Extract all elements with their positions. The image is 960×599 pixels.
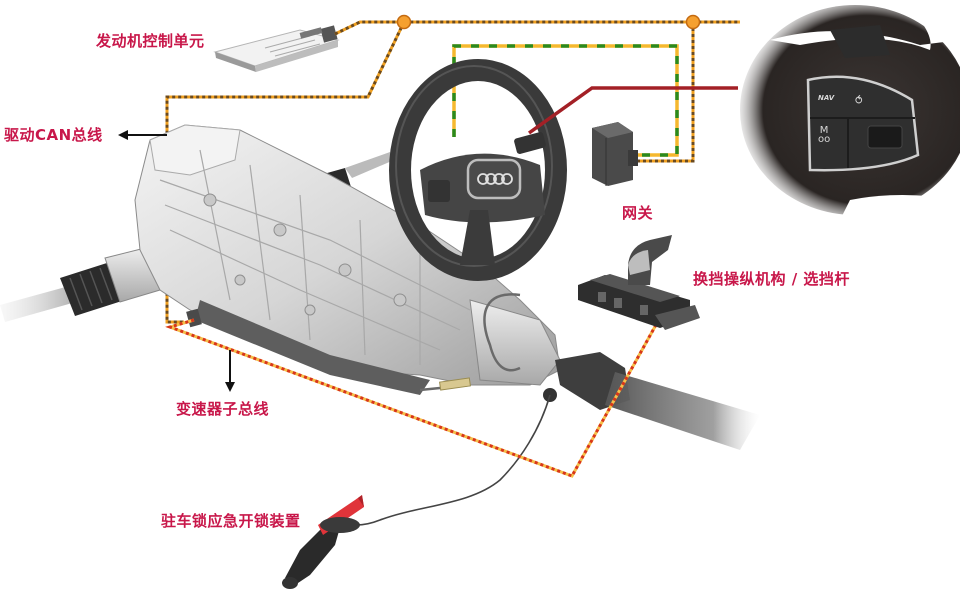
voice-button-icon: ⥀ bbox=[855, 94, 863, 107]
label-parking-lock-release: 驻车锁应急开锁装置 bbox=[161, 512, 301, 530]
label-gear-selector: 换挡操纵机构 / 选挡杆 bbox=[693, 270, 850, 288]
steering-buttons-closeup bbox=[740, 0, 960, 220]
mode-button-label: M oo bbox=[818, 125, 831, 145]
gear-selector-graphic bbox=[578, 235, 700, 330]
engine-control-unit-graphic bbox=[213, 25, 340, 72]
nav-button-label: NAV bbox=[818, 94, 835, 102]
steering-wheel-graphic bbox=[389, 59, 567, 281]
bus-node-2 bbox=[685, 14, 701, 30]
drive-can-bus-lines bbox=[165, 20, 740, 324]
sub-bus-arrow bbox=[225, 350, 235, 392]
drive-can-arrow bbox=[118, 130, 167, 140]
bus-node-1 bbox=[396, 14, 412, 30]
gateway-graphic bbox=[592, 122, 638, 186]
emergency-release-cable bbox=[334, 394, 551, 526]
label-gateway: 网关 bbox=[622, 204, 654, 222]
mode-button-top: M bbox=[819, 125, 829, 136]
propeller-shaft bbox=[555, 352, 760, 450]
transmission-graphic bbox=[134, 124, 561, 395]
label-drive-can-bus: 驱动CAN总线 bbox=[4, 126, 103, 144]
label-engine-control-unit: 发动机控制单元 bbox=[96, 32, 205, 50]
transmission-sub-bus-lines bbox=[165, 304, 669, 478]
left-drive-axle bbox=[0, 247, 161, 322]
closeup-pointer-line bbox=[527, 86, 738, 135]
parking-lock-release-graphic bbox=[282, 495, 364, 589]
mode-button-bottom: oo bbox=[818, 134, 831, 145]
label-transmission-sub-bus: 变速器子总线 bbox=[176, 400, 270, 418]
